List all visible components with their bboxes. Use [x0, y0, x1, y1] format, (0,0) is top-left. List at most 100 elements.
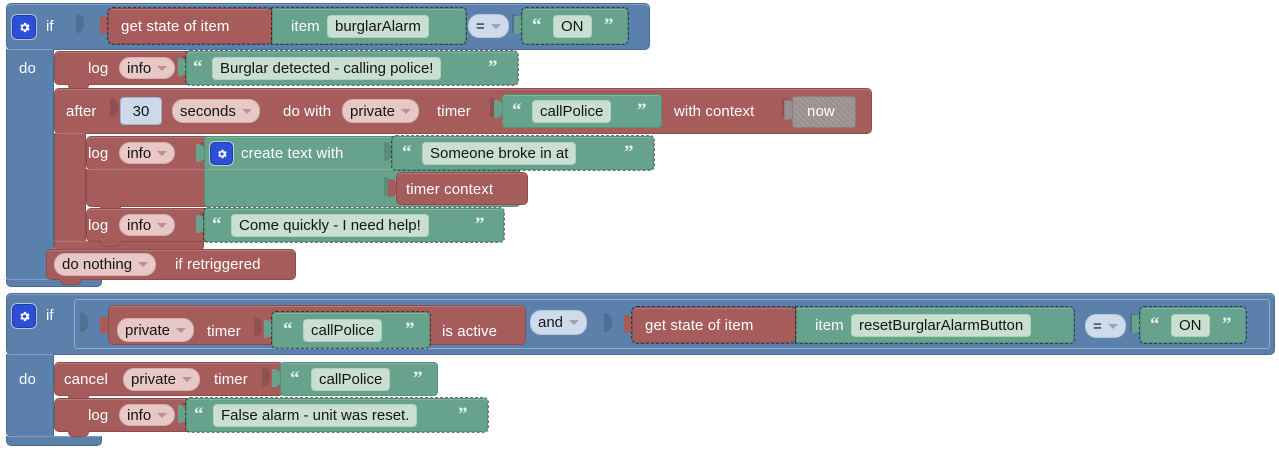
item-label-2: item [815, 317, 844, 334]
log-level-dropdown-2[interactable]: info [119, 142, 176, 164]
rule-2-body-spine [6, 354, 54, 437]
rule-1-compare-plug [514, 16, 523, 34]
rule-2-log-text-field[interactable]: False alarm - unit was reset. [213, 404, 418, 427]
chevron-down-icon [401, 108, 412, 114]
rule-2-scope-value: private [125, 321, 171, 339]
statement-notch [100, 241, 121, 247]
compare-value-field[interactable]: ON [553, 15, 592, 38]
after-label: after [66, 103, 97, 120]
item-label: item [291, 18, 320, 35]
chevron-down-icon [138, 262, 149, 267]
rule-1-foot [6, 279, 102, 287]
chevron-down-icon [1107, 323, 1118, 329]
log-verb-label-1: log [88, 60, 109, 77]
rule-2-scope-dropdown[interactable]: private [117, 318, 195, 342]
open-quote-icon: “ [402, 142, 412, 163]
rule-2-operator-dropdown[interactable]: = [1085, 314, 1126, 338]
after-amount-socket [110, 98, 118, 117]
chevron-down-icon [182, 377, 193, 382]
rule-2-foot [6, 436, 102, 446]
gear-icon[interactable] [210, 142, 233, 165]
item-name-field[interactable]: burglarAlarm [327, 15, 429, 38]
after-unit-value: seconds [180, 102, 236, 120]
log-verb-label-3: log [88, 217, 109, 234]
retrigger-action-dropdown[interactable]: do nothing [54, 253, 157, 276]
log-level-value-3: info [127, 216, 152, 234]
chevron-down-icon [490, 23, 501, 29]
open-quote-icon: “ [532, 15, 542, 36]
cancel-timer-name-field[interactable]: callPolice [311, 368, 391, 391]
rule-2-get-state-block[interactable] [631, 306, 797, 344]
after-scope-value: private [350, 102, 396, 120]
log-level-value-2: info [127, 144, 152, 162]
cancel-timer-name-plug [272, 369, 281, 387]
after-timer-name-field[interactable]: callPolice [532, 100, 612, 123]
log-text-field-1[interactable]: Burglar detected - calling police! [212, 57, 442, 80]
chevron-down-icon [157, 65, 168, 71]
rule-2-if-label: if [46, 307, 54, 324]
rule-2-log-verb-label: log [88, 407, 109, 424]
rule-2-timer-name-block[interactable] [271, 311, 431, 349]
rule-2-log-level-dropdown[interactable]: info [119, 404, 176, 426]
create-text-item-1-field[interactable]: Someone broke in at [422, 142, 577, 165]
after-timer-label: timer [437, 103, 471, 120]
open-quote-icon: “ [212, 214, 222, 235]
after-amount-field[interactable]: 30 [120, 97, 162, 125]
cancel-timer-name-socket [262, 367, 270, 386]
rule-1-get-state-block[interactable] [107, 7, 273, 45]
rule-1-after-spine [54, 133, 86, 242]
rule-2-timer-label: timer [207, 323, 241, 340]
log-text-field-3[interactable]: Come quickly - I need help! [231, 214, 429, 237]
open-quote-icon: “ [1150, 314, 1160, 335]
log-level-dropdown-3[interactable]: info [119, 214, 176, 236]
chevron-down-icon [241, 108, 252, 114]
close-quote-icon: ” [604, 15, 614, 36]
create-text-item-2[interactable] [396, 172, 528, 205]
log-text-plug-1 [178, 58, 187, 76]
cancel-timer-label: timer [214, 371, 248, 388]
statement-notch [68, 431, 89, 437]
create-text-item-plug-2 [388, 179, 397, 197]
rule-1-body-spine [6, 49, 54, 281]
after-timer-name-plug [494, 100, 503, 118]
rule-2-logic-operator-dropdown[interactable]: and [530, 310, 588, 335]
gear-icon[interactable] [12, 304, 36, 328]
after-unit-dropdown[interactable]: seconds [172, 99, 260, 123]
with-context-label: with context [674, 103, 755, 120]
rule-2-left-plug [100, 316, 109, 334]
rule-2-right-socket [604, 313, 612, 332]
statement-notch [60, 279, 81, 285]
rule-2-compare-plug [1132, 315, 1141, 333]
rule-2-logic-container [74, 299, 1270, 349]
rule-2-left-socket [80, 313, 88, 332]
close-quote-icon: ” [624, 142, 634, 163]
after-context-block[interactable] [792, 96, 856, 128]
chevron-down-icon [157, 150, 168, 156]
rule-1-operator-dropdown[interactable]: = [468, 14, 509, 38]
chevron-down-icon [157, 412, 168, 418]
chevron-down-icon [157, 222, 168, 228]
log-verb-label-2: log [88, 145, 109, 162]
open-quote-icon: “ [283, 319, 293, 340]
rule-1-log-block-2-ext [86, 169, 222, 207]
log-level-value-1: info [127, 59, 152, 77]
close-quote-icon: ” [475, 214, 485, 235]
gear-icon[interactable] [12, 15, 36, 39]
open-quote-icon: “ [194, 404, 204, 425]
do-with-label: do with [283, 103, 332, 120]
after-scope-dropdown[interactable]: private [342, 99, 420, 123]
get-state-of-item-label: get state of item [121, 18, 230, 35]
log-level-dropdown-1[interactable]: info [119, 57, 176, 79]
compare-value-field-2[interactable]: ON [1171, 314, 1210, 337]
item-name-field-2[interactable]: resetBurglarAlarmButton [851, 314, 1032, 337]
close-quote-icon: ” [637, 100, 647, 121]
retrigger-suffix-label: if retriggered [175, 256, 261, 273]
chevron-down-icon [569, 320, 580, 325]
timer-context-label: timer context [406, 181, 494, 198]
cancel-scope-dropdown[interactable]: private [123, 368, 201, 391]
rule-2-timer-name-field[interactable]: callPolice [303, 319, 383, 342]
rule-1-do-label: do [19, 60, 36, 77]
rule-2-log-text-plug [178, 405, 187, 423]
after-context-value: now [807, 103, 835, 120]
close-quote-icon: ” [405, 319, 415, 340]
